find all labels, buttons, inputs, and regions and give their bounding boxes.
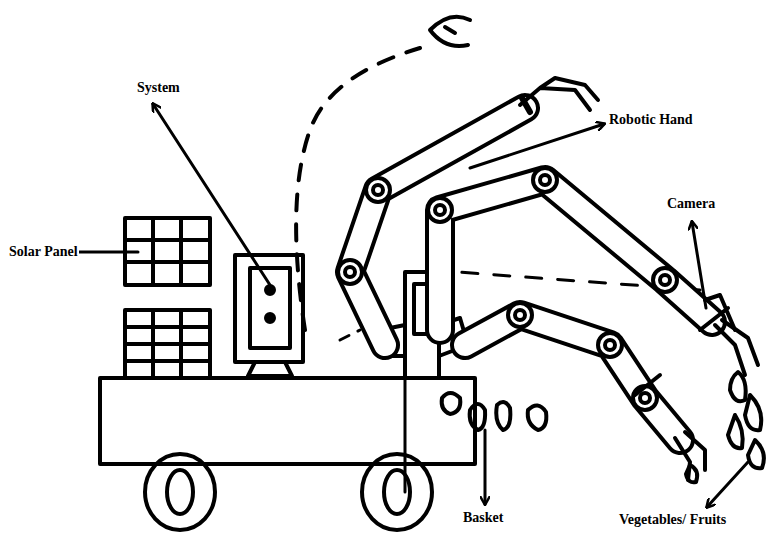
camera-label: Camera [666,196,716,212]
basket-label: Basket [462,510,504,526]
robotic-hand-label: Robotic Hand [608,112,694,128]
vegetables-fruits-label: Vegetables/ Fruits [618,512,727,528]
solar-panel-label: Solar Panel [8,244,79,260]
system-label: System [136,80,181,96]
